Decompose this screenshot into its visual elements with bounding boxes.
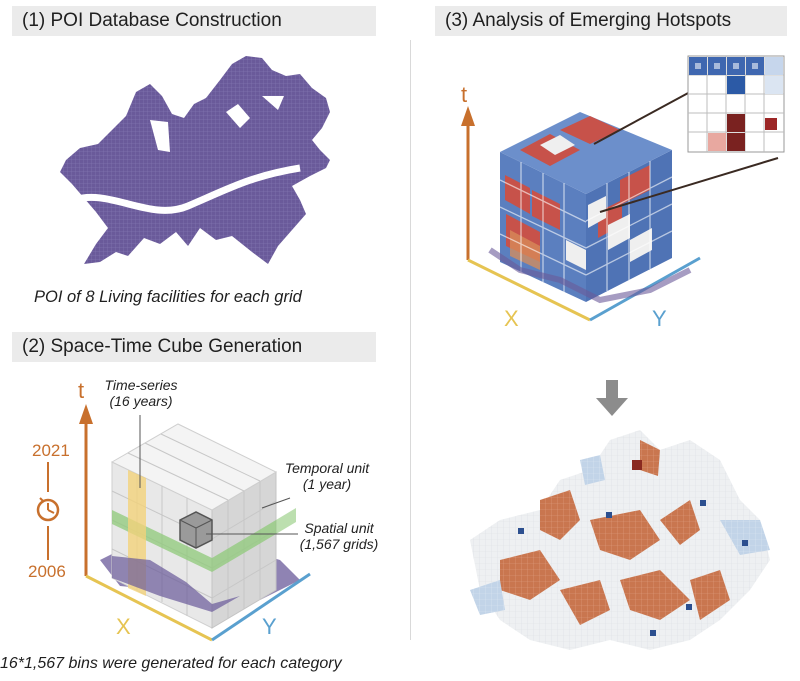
hotspot-result-map: [0, 0, 800, 681]
